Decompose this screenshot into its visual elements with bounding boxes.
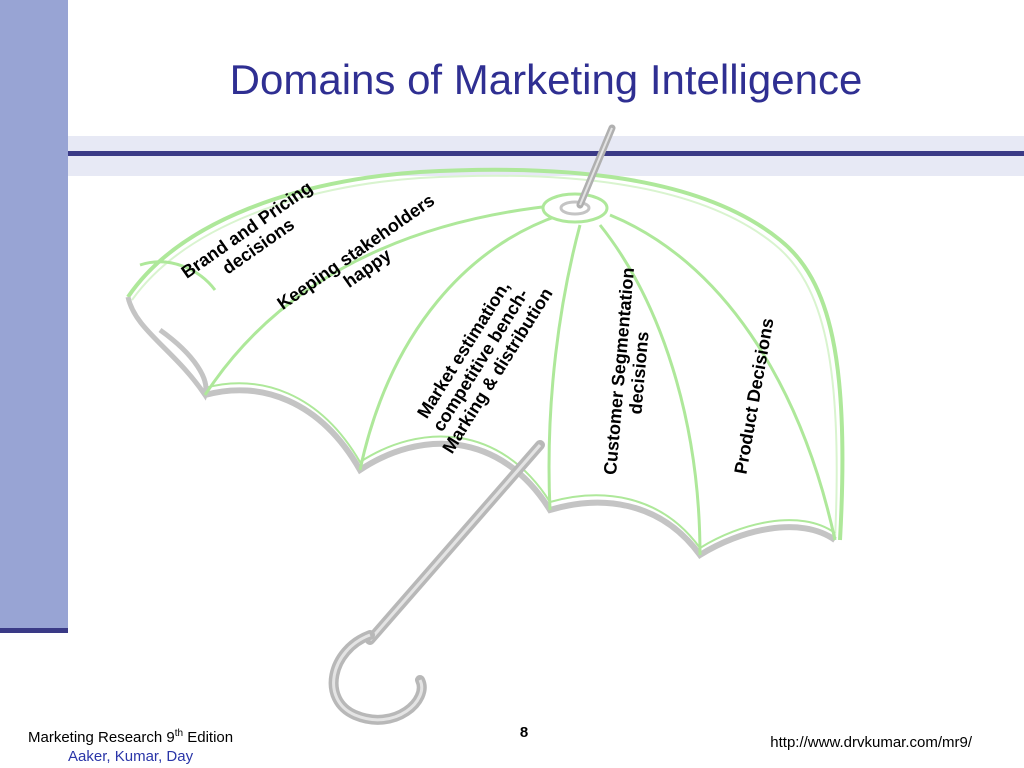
- page-number: 8: [519, 724, 529, 741]
- footer-book: Marketing Research 9th Edition: [28, 728, 234, 746]
- umbrella-canopy-hem: [204, 387, 837, 560]
- umbrella-hub: [541, 192, 609, 224]
- footer-url: http://www.drvkumar.com/mr9/: [770, 734, 972, 751]
- umbrella-canopy-outline: [126, 167, 845, 541]
- rib-1: [203, 203, 561, 396]
- umbrella-handle: [328, 630, 427, 725]
- slide-title: Domains of Marketing Intelligence: [229, 56, 863, 103]
- footer-citation: Marketing Research 9th Edition Aaker, Ku…: [28, 724, 233, 766]
- rib-5: [609, 213, 837, 541]
- rib-2: [358, 213, 561, 471]
- umbrella-left-curl: [125, 296, 209, 401]
- header-rule: [68, 151, 1024, 156]
- left-accent-bar-edge: [0, 628, 68, 633]
- left-accent-bar: [0, 0, 68, 633]
- rib-3: [547, 224, 582, 511]
- footer-authors: Aaker, Kumar, Day: [68, 748, 194, 765]
- rib-4: [598, 224, 702, 556]
